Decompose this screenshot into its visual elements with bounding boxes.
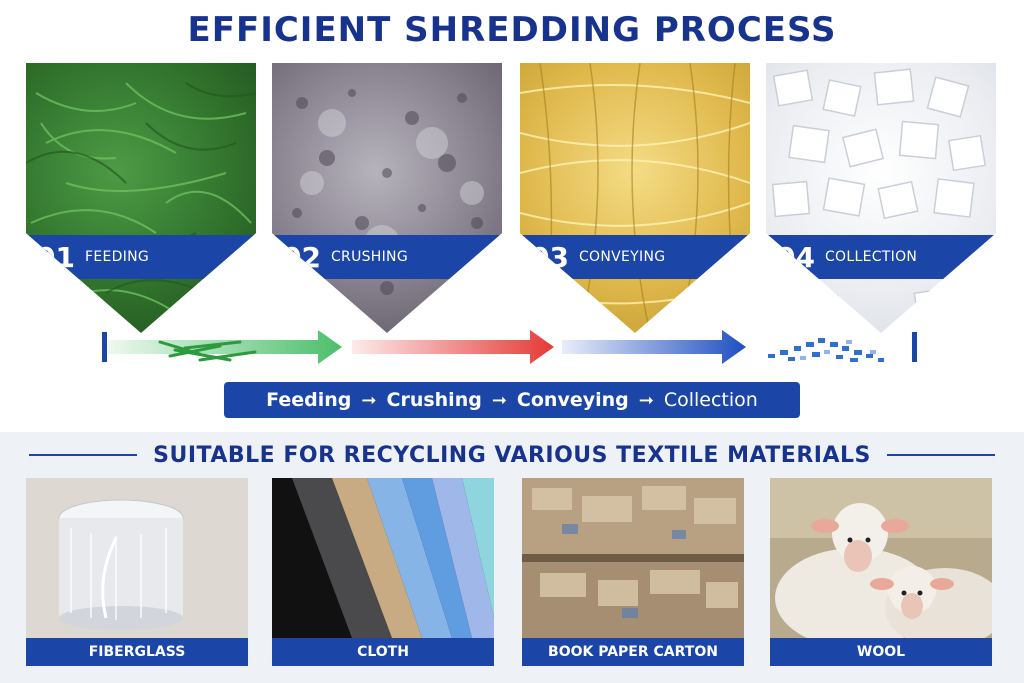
page-title: EFFICIENT SHREDDING PROCESS <box>187 10 837 50</box>
crushing-panel: 02 CRUSHING <box>272 63 502 333</box>
cardboard-bales-image <box>522 478 744 638</box>
step-number: 02 <box>282 240 321 274</box>
conveying-panel: 03 CONVEYING <box>520 63 750 333</box>
material-card-wool: WOOL <box>770 478 992 666</box>
flow-summary-bar: Feeding ➞ Crushing ➞ Conveying ➞ Collect… <box>224 382 800 418</box>
flow-item-feeding: Feeding <box>266 389 352 411</box>
feeding-panel: 01 FEEDING <box>26 63 256 333</box>
heading-divider-left <box>29 454 138 456</box>
materials-heading: SUITABLE FOR RECYCLING VARIOUS TEXTILE M… <box>153 442 871 468</box>
flow-end-bar <box>912 332 917 362</box>
green-fibers <box>158 340 257 362</box>
green-arrow <box>108 330 342 364</box>
blue-particles <box>768 338 884 362</box>
step-number: 03 <box>530 240 569 274</box>
step-label-band: 01 FEEDING <box>26 235 256 279</box>
material-label: WOOL <box>770 638 992 666</box>
flow-item-conveying: Conveying <box>516 389 629 411</box>
light-blue-particles <box>800 340 876 360</box>
step-number: 04 <box>776 240 815 274</box>
collection-panel: 04 COLLECTION <box>766 63 996 333</box>
step-label-band: 02 CRUSHING <box>272 235 502 279</box>
flow-item-crushing: Crushing <box>386 389 482 411</box>
material-card-cloth: CLOTH <box>272 478 494 666</box>
material-card-fiberglass: FIBERGLASS <box>26 478 248 666</box>
red-arrow <box>352 330 554 364</box>
step-label-band: 03 CONVEYING <box>520 235 750 279</box>
process-flow-graphic <box>102 330 917 364</box>
step-label-band: 04 COLLECTION <box>766 235 996 279</box>
material-label: BOOK PAPER CARTON <box>522 638 744 666</box>
sheep-image <box>770 478 992 638</box>
flow-item-collection: Collection <box>663 389 758 411</box>
step-label: CRUSHING <box>330 249 408 265</box>
arrow-right-icon: ➞ <box>638 389 654 411</box>
material-label: FIBERGLASS <box>26 638 248 666</box>
heading-divider-right <box>886 454 995 456</box>
cloth-image <box>272 478 494 638</box>
arrow-right-icon: ➞ <box>361 389 377 411</box>
material-card-book-paper-carton: BOOK PAPER CARTON <box>522 478 744 666</box>
step-number: 01 <box>36 240 75 274</box>
material-label: CLOTH <box>272 638 494 666</box>
step-label: FEEDING <box>84 249 150 265</box>
grass-texture <box>26 82 256 314</box>
cubes-texture <box>771 68 987 322</box>
foam-texture <box>292 89 484 295</box>
step-label: CONVEYING <box>578 249 666 265</box>
flow-start-bar <box>102 332 107 362</box>
fiberglass-image <box>26 478 248 638</box>
step-label: COLLECTION <box>824 249 918 265</box>
blue-arrow <box>562 330 746 364</box>
materials-heading-row: SUITABLE FOR RECYCLING VARIOUS TEXTILE M… <box>0 440 1024 470</box>
mesh-texture <box>520 63 750 333</box>
arrow-right-icon: ➞ <box>491 389 507 411</box>
